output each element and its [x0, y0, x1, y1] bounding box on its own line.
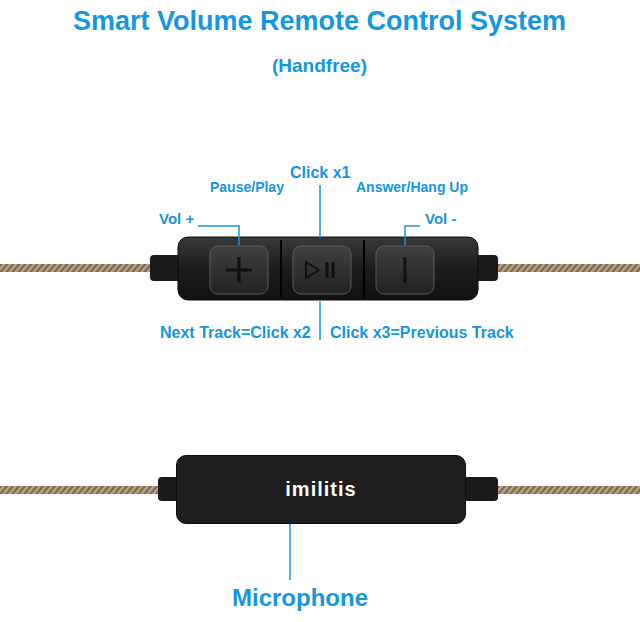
remote-body [178, 237, 478, 300]
play-button [293, 246, 351, 294]
button-label: Vol + [159, 210, 194, 227]
button-note: Click x1 [290, 164, 350, 182]
leader-line [198, 226, 239, 245]
minus-symbol [404, 257, 407, 283]
cable [480, 264, 640, 272]
volume-down-button [376, 246, 434, 294]
button-note: Pause/Play [210, 179, 284, 195]
microphone-housing: imilitis [176, 455, 466, 524]
button-note: Click x3=Previous Track [330, 324, 514, 342]
volume-up-button [210, 246, 268, 294]
divider [363, 240, 365, 297]
brand-text: imilitis [285, 478, 356, 501]
cable [0, 264, 160, 272]
play-symbol [306, 262, 319, 278]
button-label: Vol - [425, 210, 456, 227]
subtitle: (Handfree) [272, 55, 367, 77]
part-name: Microphone [232, 584, 368, 612]
leader-line [319, 185, 321, 238]
divider [280, 240, 282, 297]
button-note: Answer/Hang Up [356, 179, 468, 195]
title: Smart Volume Remote Control System [73, 6, 566, 37]
leader-line [405, 226, 420, 245]
leader-line [319, 301, 321, 340]
button-note: Next Track=Click x2 [160, 324, 311, 342]
plus-symbol [226, 257, 252, 283]
pause-symbol [327, 262, 333, 278]
cable [480, 486, 640, 494]
cable [0, 486, 165, 494]
